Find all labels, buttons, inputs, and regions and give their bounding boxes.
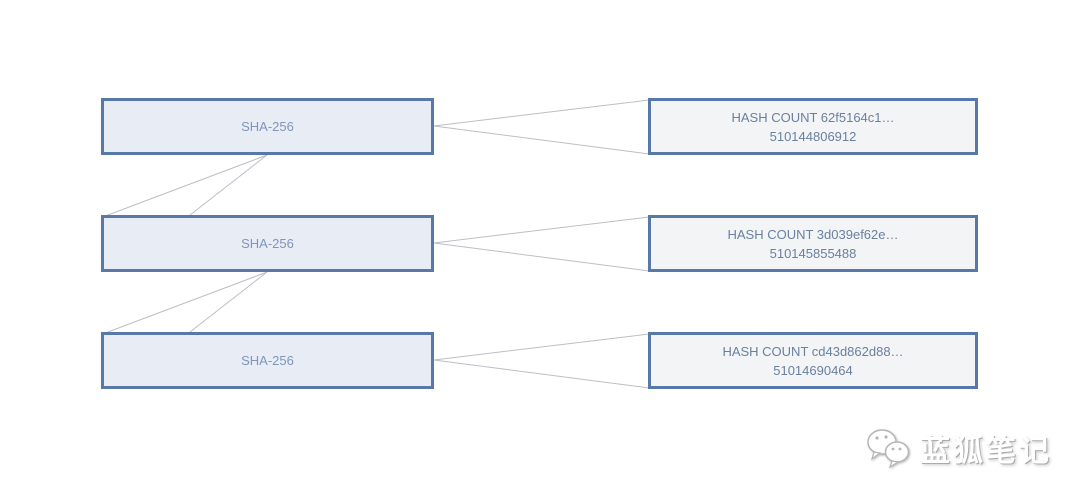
sha256-label-3: SHA-256 [241, 353, 294, 368]
hash-count-line2-1: 510144806912 [769, 128, 857, 144]
hash-count-line1-2: HASH COUNT 3d039ef62e… [727, 226, 899, 242]
connector-line [107, 271, 268, 333]
connector-line [189, 154, 268, 216]
watermark-text: 蓝狐笔记 [920, 435, 1052, 468]
connector-line [433, 99, 650, 127]
wechat-bubbles-icon [867, 429, 910, 468]
connector-line [433, 242, 650, 272]
watermark: 蓝狐笔记 [866, 426, 1052, 470]
sha256-node-3: SHA-256 [101, 332, 434, 389]
connector-line [433, 125, 650, 155]
hash-count-line2-3: 51014690464 [773, 362, 853, 378]
hash-count-node-3: HASH COUNT cd43d862d88… 51014690464 [648, 332, 978, 389]
sha256-node-1: SHA-256 [101, 98, 434, 155]
hash-count-node-1: HASH COUNT 62f5164c1… 510144806912 [648, 98, 978, 155]
hash-count-node-2: HASH COUNT 3d039ef62e… 510145855488 [648, 215, 978, 272]
connector-line [189, 271, 268, 333]
connector-line [433, 216, 650, 244]
hash-count-line2-2: 510145855488 [769, 245, 857, 261]
hash-count-line1-3: HASH COUNT cd43d862d88… [722, 343, 904, 359]
connector-line [433, 333, 650, 361]
connector-line [107, 154, 268, 216]
connector-line [433, 359, 650, 389]
sha256-label-1: SHA-256 [241, 119, 294, 134]
sha256-node-2: SHA-256 [101, 215, 434, 272]
sha256-label-2: SHA-256 [241, 236, 294, 251]
hash-count-line1-1: HASH COUNT 62f5164c1… [731, 109, 895, 125]
